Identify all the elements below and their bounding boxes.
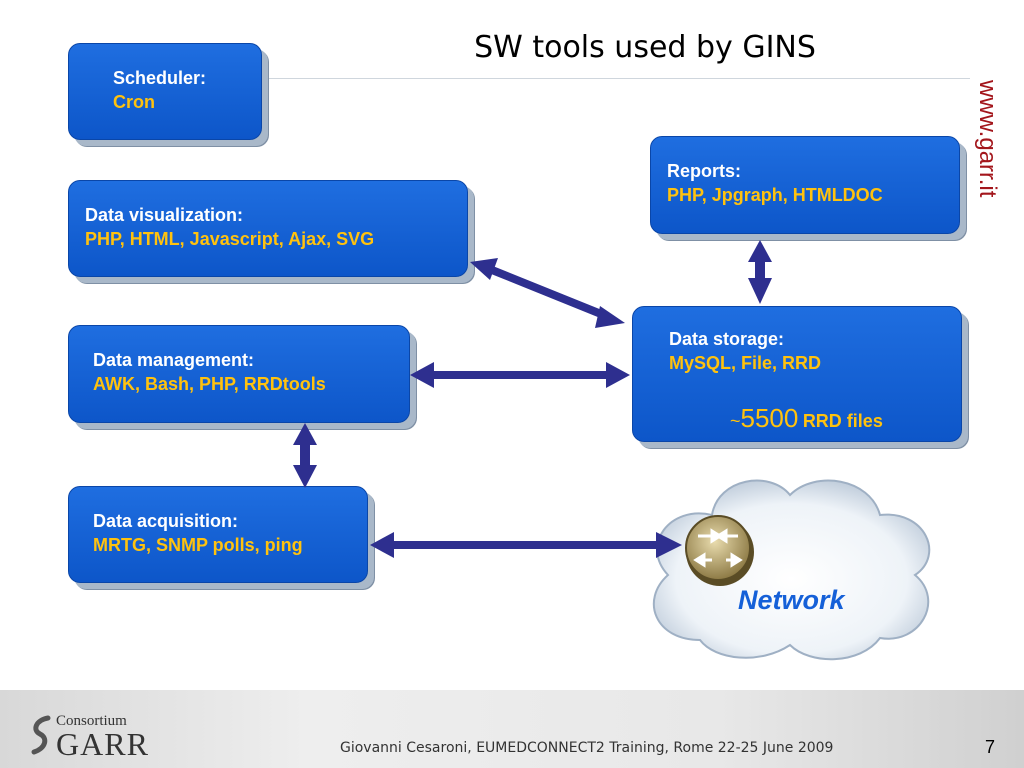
logo-garr-text: GARR [56, 726, 149, 762]
data-storage-value: MySQL, File, RRD [669, 353, 822, 373]
rrd-count-prefix: ~ [730, 411, 741, 431]
rrd-count-number: 5500 [740, 403, 799, 433]
reports-value: PHP, Jpgraph, HTMLDOC [667, 185, 883, 205]
data-management-box: Data management: AWK, Bash, PHP, RRDtool… [68, 325, 410, 423]
arrow-management-acquisition [293, 423, 317, 488]
consortium-garr-logo: Consortium GARR [28, 710, 188, 762]
data-acquisition-label: Data acquisition: [93, 511, 239, 531]
title-divider [240, 78, 970, 79]
arrow-management-storage [410, 362, 630, 388]
scheduler-label: Scheduler: [113, 68, 207, 88]
data-acquisition-box: Data acquisition: MRTG, SNMP polls, ping [68, 486, 368, 583]
reports-box: Reports: PHP, Jpgraph, HTMLDOC [650, 136, 960, 234]
scheduler-value: Cron [113, 92, 155, 112]
garr-url-vertical: www.garr.it [974, 80, 1000, 198]
footer-band [0, 690, 1024, 768]
slide-title: SW tools used by GINS [474, 30, 816, 65]
data-storage-label: Data storage: [669, 329, 785, 349]
data-visualization-label: Data visualization: [85, 205, 244, 225]
rrd-count-unit: RRD files [802, 411, 883, 431]
reports-label: Reports: [667, 161, 742, 181]
logo-consortium-text: Consortium [56, 713, 127, 729]
arrow-visualization-storage [470, 258, 625, 328]
network-label: Network [738, 585, 845, 615]
garr-url-text: www.garr.it [974, 80, 1000, 198]
scheduler-box: Scheduler: Cron [68, 43, 262, 140]
data-visualization-box: Data visualization: PHP, HTML, Javascrip… [68, 180, 468, 277]
data-management-label: Data management: [93, 350, 255, 370]
data-management-value: AWK, Bash, PHP, RRDtools [93, 374, 326, 394]
data-acquisition-value: MRTG, SNMP polls, ping [93, 535, 303, 555]
page-number: 7 [985, 737, 996, 757]
data-visualization-value: PHP, HTML, Javascript, Ajax, SVG [85, 229, 375, 249]
arrow-acquisition-network [370, 532, 682, 558]
footer-credit: Giovanni Cesaroni, EUMEDCONNECT2 Trainin… [340, 740, 834, 756]
router-icon [685, 515, 754, 586]
data-storage-box: Data storage: MySQL, File, RRD [632, 306, 962, 442]
rrd-file-count: ~5500 RRD files [730, 403, 883, 434]
garr-logo-mark-icon [31, 715, 51, 755]
arrow-reports-storage [748, 240, 772, 304]
